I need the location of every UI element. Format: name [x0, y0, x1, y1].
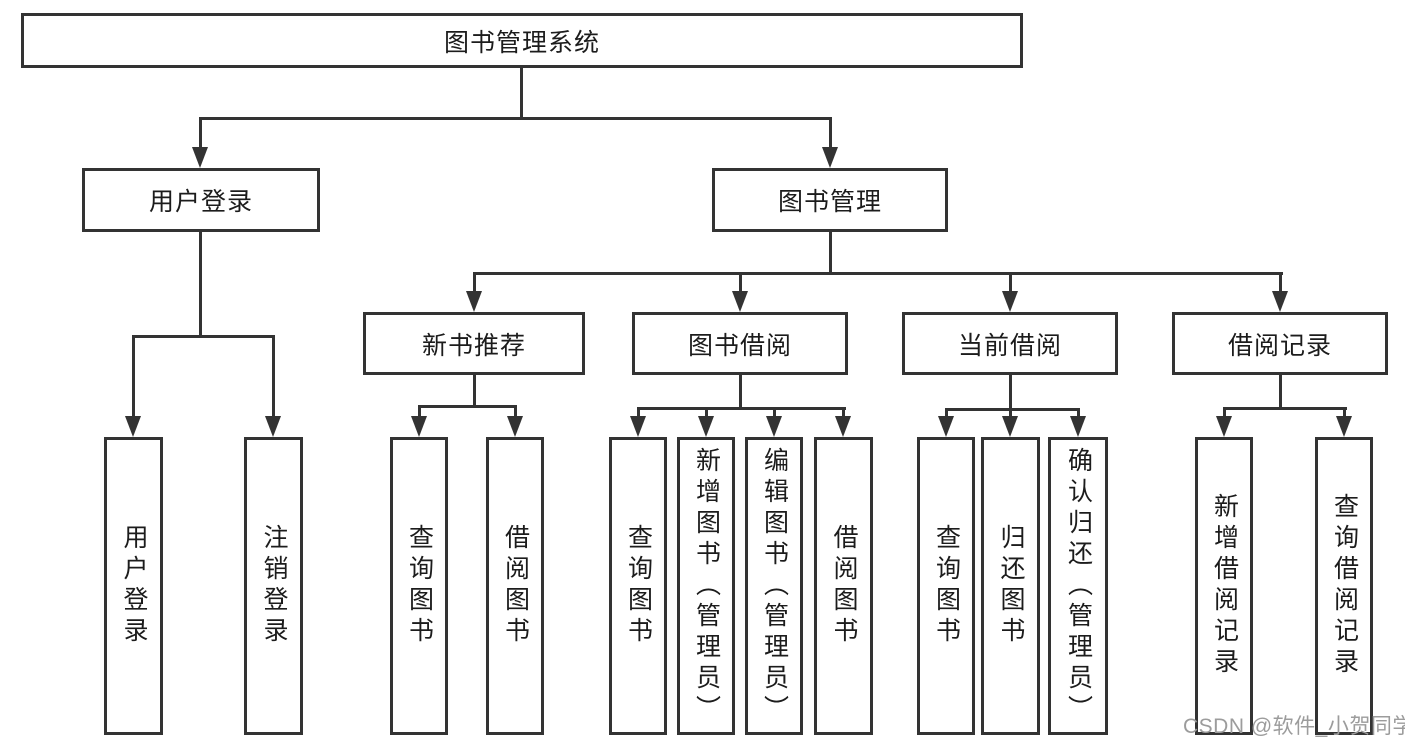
connector-book-borrow-drop-4: [842, 407, 845, 417]
connector-root-stem: [520, 68, 523, 117]
connector-user-login-drop-2: [272, 335, 275, 417]
connector-book-borrow-drop-3: [773, 407, 776, 417]
connector-new-books-drop-2: [514, 405, 517, 417]
leaf-borrow-add-book: 新增图书（管理员）: [677, 437, 735, 735]
node-root-label: 图书管理系统: [443, 28, 600, 57]
arrow-down-icon: [1336, 416, 1352, 437]
leaf-query-record: 查询借阅记录: [1315, 437, 1373, 735]
connector-book-mgmt-stem: [829, 232, 832, 272]
connector-book-borrow-drop-2: [705, 407, 708, 417]
leaf-add-record-label: 新增借阅记录: [1210, 493, 1239, 679]
connector-new-books-drop-1: [418, 405, 421, 417]
connector-root-drop-left: [199, 117, 202, 148]
arrow-down-icon: [698, 416, 714, 437]
arrow-down-icon: [411, 416, 427, 437]
leaf-new-books-query: 查询图书: [390, 437, 448, 735]
connector-book-borrow-hline: [637, 407, 846, 410]
arrow-down-icon: [1070, 416, 1086, 437]
node-new-books-label: 新书推荐: [421, 331, 526, 360]
leaf-logout-label: 注销登录: [260, 524, 288, 648]
node-new-books: 新书推荐: [363, 312, 585, 375]
arrow-down-icon: [630, 416, 646, 437]
arrow-down-icon: [1002, 416, 1018, 437]
branch-book-mgmt: 图书管理: [712, 168, 948, 232]
connector-user-login-stem: [199, 232, 202, 335]
leaf-new-books-borrow: 借阅图书: [486, 437, 544, 735]
node-borrow-records: 借阅记录: [1172, 312, 1388, 375]
connector-book-borrow-drop-1: [637, 407, 640, 417]
arrow-down-icon: [125, 416, 141, 437]
branch-book-mgmt-label: 图书管理: [777, 188, 882, 216]
connector-current-borrow-drop-3: [1077, 408, 1080, 417]
connector-book-mgmt-hline: [473, 272, 1283, 275]
leaf-current-query: 查询图书: [917, 437, 975, 735]
connector-borrow-records-drop-1: [1223, 407, 1226, 417]
leaf-confirm-return-label: 确认归还（管理员）: [1064, 446, 1093, 726]
branch-user-login-label: 用户登录: [148, 188, 253, 216]
leaf-logout: 注销登录: [244, 437, 303, 735]
leaf-borrow-book: 借阅图书: [814, 437, 873, 735]
leaf-new-books-query-label: 查询图书: [405, 524, 434, 648]
arrow-down-icon: [835, 416, 851, 437]
arrow-down-icon: [1002, 291, 1018, 312]
connector-current-borrow-stem: [1009, 375, 1012, 408]
node-root: 图书管理系统: [21, 13, 1023, 68]
arrow-down-icon: [507, 416, 523, 437]
arrow-down-icon: [466, 291, 482, 312]
arrow-down-icon: [1216, 416, 1232, 437]
arrow-down-icon: [1272, 291, 1288, 312]
leaf-user-login-label: 用户登录: [120, 524, 148, 648]
arrow-down-icon: [822, 147, 838, 168]
leaf-borrow-edit-book-label: 编辑图书（管理员）: [760, 446, 789, 726]
connector-new-books-stem: [473, 375, 476, 405]
leaf-user-login: 用户登录: [104, 437, 163, 735]
arrow-down-icon: [938, 416, 954, 437]
connector-book-mgmt-drop-4: [1279, 272, 1282, 292]
arrow-down-icon: [192, 147, 208, 168]
arrow-down-icon: [766, 416, 782, 437]
leaf-borrow-book-label: 借阅图书: [830, 524, 858, 648]
connector-borrow-records-stem: [1279, 375, 1282, 407]
connector-borrow-records-drop-2: [1343, 407, 1346, 417]
connector-book-mgmt-drop-1: [473, 272, 476, 292]
leaf-borrow-query-label: 查询图书: [624, 524, 653, 648]
connector-book-mgmt-drop-3: [1009, 272, 1012, 292]
connector-root-drop-right: [829, 117, 832, 148]
leaf-current-query-label: 查询图书: [932, 524, 961, 648]
connector-root-hline: [199, 117, 832, 120]
connector-current-borrow-drop-2: [1009, 408, 1012, 417]
leaf-query-record-label: 查询借阅记录: [1330, 493, 1359, 679]
branch-user-login: 用户登录: [82, 168, 320, 232]
connector-borrow-records-hline: [1223, 407, 1347, 410]
leaf-add-record: 新增借阅记录: [1195, 437, 1253, 735]
connector-user-login-hline: [132, 335, 275, 338]
csdn-watermark: CSDN @软件_小贺同学: [1183, 715, 1405, 738]
connector-current-borrow-hline: [945, 408, 1079, 411]
leaf-borrow-edit-book: 编辑图书（管理员）: [745, 437, 803, 735]
node-borrow-records-label: 借阅记录: [1227, 331, 1332, 360]
node-book-borrow: 图书借阅: [632, 312, 848, 375]
leaf-return-book: 归还图书: [981, 437, 1040, 735]
leaf-return-book-label: 归还图书: [997, 524, 1025, 648]
node-current-borrow-label: 当前借阅: [957, 331, 1062, 360]
connector-book-borrow-stem: [739, 375, 742, 407]
connector-book-mgmt-drop-2: [739, 272, 742, 292]
connector-new-books-hline: [418, 405, 517, 408]
connector-user-login-drop-1: [132, 335, 135, 417]
connector-current-borrow-drop-1: [945, 408, 948, 417]
node-current-borrow: 当前借阅: [902, 312, 1118, 375]
node-book-borrow-label: 图书借阅: [687, 331, 792, 360]
leaf-new-books-borrow-label: 借阅图书: [501, 524, 530, 648]
leaf-confirm-return: 确认归还（管理员）: [1048, 437, 1108, 735]
leaf-borrow-add-book-label: 新增图书（管理员）: [692, 446, 721, 726]
arrow-down-icon: [732, 291, 748, 312]
arrow-down-icon: [265, 416, 281, 437]
leaf-borrow-query: 查询图书: [609, 437, 667, 735]
